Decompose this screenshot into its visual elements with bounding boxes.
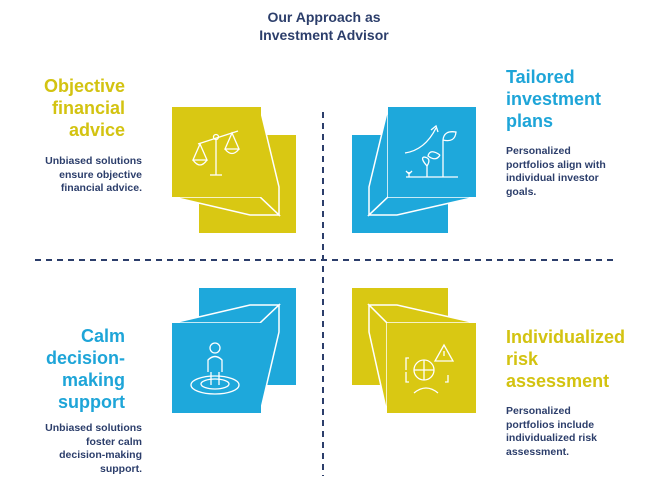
heading-line: Objective <box>43 76 125 96</box>
description-line: Personalized <box>506 145 571 157</box>
heading-line: Calm <box>80 326 125 346</box>
heading-line: plans <box>506 111 554 131</box>
description-risk-assessment: Personalized portfolios include individu… <box>506 405 597 459</box>
description-line: portfolios include <box>506 418 595 431</box>
description-line: foster calm <box>85 435 142 448</box>
heading-line: risk <box>506 349 539 369</box>
heading-tailored-plans: Tailored investment plans <box>506 66 601 132</box>
description-line: individualized risk <box>506 432 598 444</box>
heading-line: advice <box>68 120 125 140</box>
description-line: ensure objective <box>59 168 142 181</box>
balance-scale-icon <box>192 130 240 176</box>
description-line: support. <box>100 462 142 475</box>
heading-line: financial <box>51 98 125 118</box>
description-line: portfolios align with <box>506 158 606 171</box>
heading-calm-support: Calm decision- making support <box>46 325 125 413</box>
growing-plant-icon <box>404 124 458 178</box>
description-line: Unbiased solutions <box>45 422 142 434</box>
description-line: individual investor <box>506 172 599 184</box>
cube-risk-assessment <box>352 288 477 414</box>
description-objective-advice: Unbiased solutions ensure objective fina… <box>45 155 142 196</box>
heading-line: decision- <box>45 348 125 368</box>
heading-line: support <box>58 392 125 412</box>
description-line: decision-making <box>59 449 142 461</box>
title-line-1: Our Approach as <box>267 9 381 25</box>
heading-line: assessment <box>506 371 610 391</box>
heading-line: investment <box>506 89 602 109</box>
heading-line: making <box>61 370 125 390</box>
risk-assessment-icon <box>405 343 455 394</box>
description-tailored-plans: Personalized portfolios align with indiv… <box>506 145 606 199</box>
description-calm-support: Unbiased solutions foster calm decision-… <box>45 422 142 476</box>
heading-risk-assessment: Individualized risk assessment <box>506 326 625 392</box>
title-line-2: Investment Advisor <box>259 27 389 43</box>
cube-objective-advice <box>172 107 296 233</box>
description-line: financial advice. <box>60 182 142 194</box>
heading-objective-advice: Objective financial advice <box>44 75 125 141</box>
description-line: assessment. <box>506 445 570 458</box>
description-line: Personalized <box>506 405 571 417</box>
heading-line: Individualized <box>506 327 626 347</box>
cube-tailored-plans <box>352 107 477 233</box>
heading-line: Tailored <box>506 67 575 87</box>
diagram-title: Our Approach as Investment Advisor <box>0 8 648 44</box>
cube-calm-support <box>172 288 296 414</box>
calm-person-icon <box>190 342 240 395</box>
description-line: Unbiased solutions <box>45 155 142 167</box>
description-line: goals. <box>506 185 537 198</box>
